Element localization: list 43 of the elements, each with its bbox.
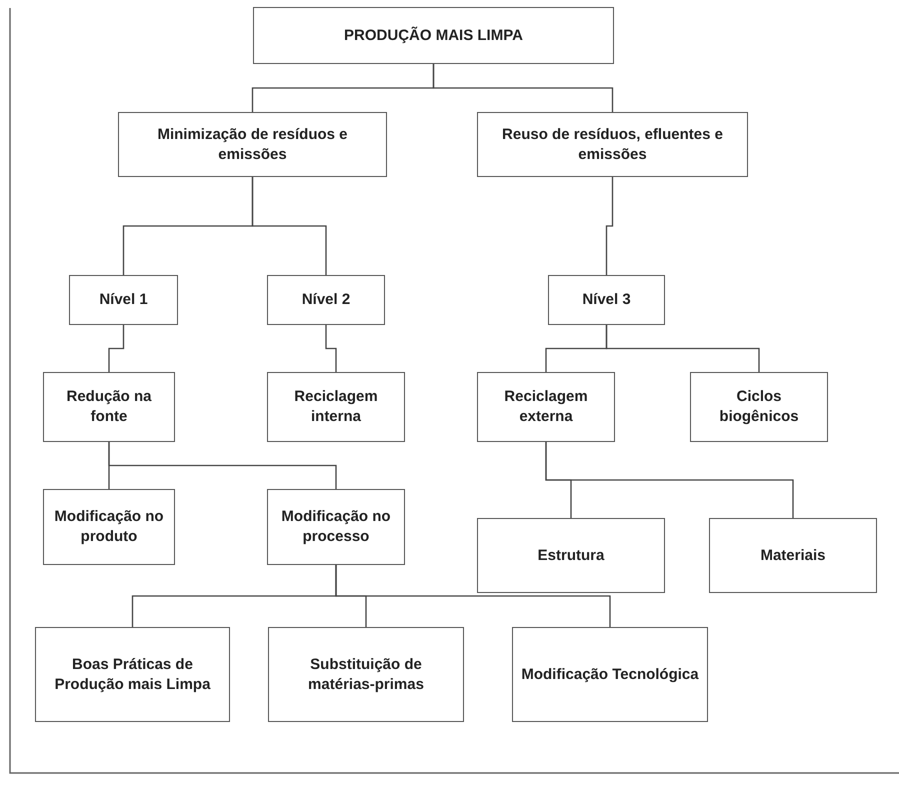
process-box [43, 489, 175, 565]
box-label: Minimização de resíduos e emissões [156, 124, 349, 164]
process-box [267, 372, 405, 442]
box-label: Redução na fonte [65, 387, 153, 427]
box-label: Boas Práticas de Produção mais Limpa [54, 654, 212, 694]
process-box [43, 372, 175, 442]
process-box [268, 627, 464, 722]
box-label: Materiais [760, 546, 826, 566]
connector-line [335, 565, 611, 627]
box-label: Modificação no processo [280, 507, 392, 547]
process-box [477, 112, 748, 177]
box-label: Modificação Tecnológica [521, 664, 699, 684]
box-label: Nível 1 [99, 290, 148, 310]
connector-line [545, 442, 794, 518]
process-box [690, 372, 828, 442]
connector-line [252, 177, 327, 275]
connector-line [606, 325, 760, 372]
process-box [118, 112, 387, 177]
process-box [69, 275, 178, 325]
connector-line [325, 325, 337, 372]
process-box [267, 489, 405, 565]
box-label: Nível 3 [582, 290, 631, 310]
box-label: Reuso de resíduos, efluentes e emissões [501, 124, 724, 164]
box-label: PRODUÇÃO MAIS LIMPA [344, 26, 523, 46]
connector-line [432, 64, 614, 112]
connector-line [108, 325, 124, 372]
process-box [477, 518, 665, 593]
process-box [253, 7, 614, 64]
connector-line [108, 442, 337, 489]
connector-line [606, 177, 614, 275]
process-box [709, 518, 877, 593]
box-label: Reciclagem externa [503, 387, 589, 427]
process-box [548, 275, 665, 325]
process-box [512, 627, 708, 722]
box-label: Nível 2 [302, 290, 350, 310]
process-box [35, 627, 230, 722]
box-label: Ciclos biogênicos [718, 387, 800, 427]
box-label: Reciclagem interna [293, 387, 379, 427]
box-label: Estrutura [538, 546, 604, 566]
box-label: Modificação no produto [53, 507, 165, 547]
process-box [267, 275, 385, 325]
process-box [477, 372, 615, 442]
box-label: Substituição de matérias-primas [307, 654, 425, 694]
